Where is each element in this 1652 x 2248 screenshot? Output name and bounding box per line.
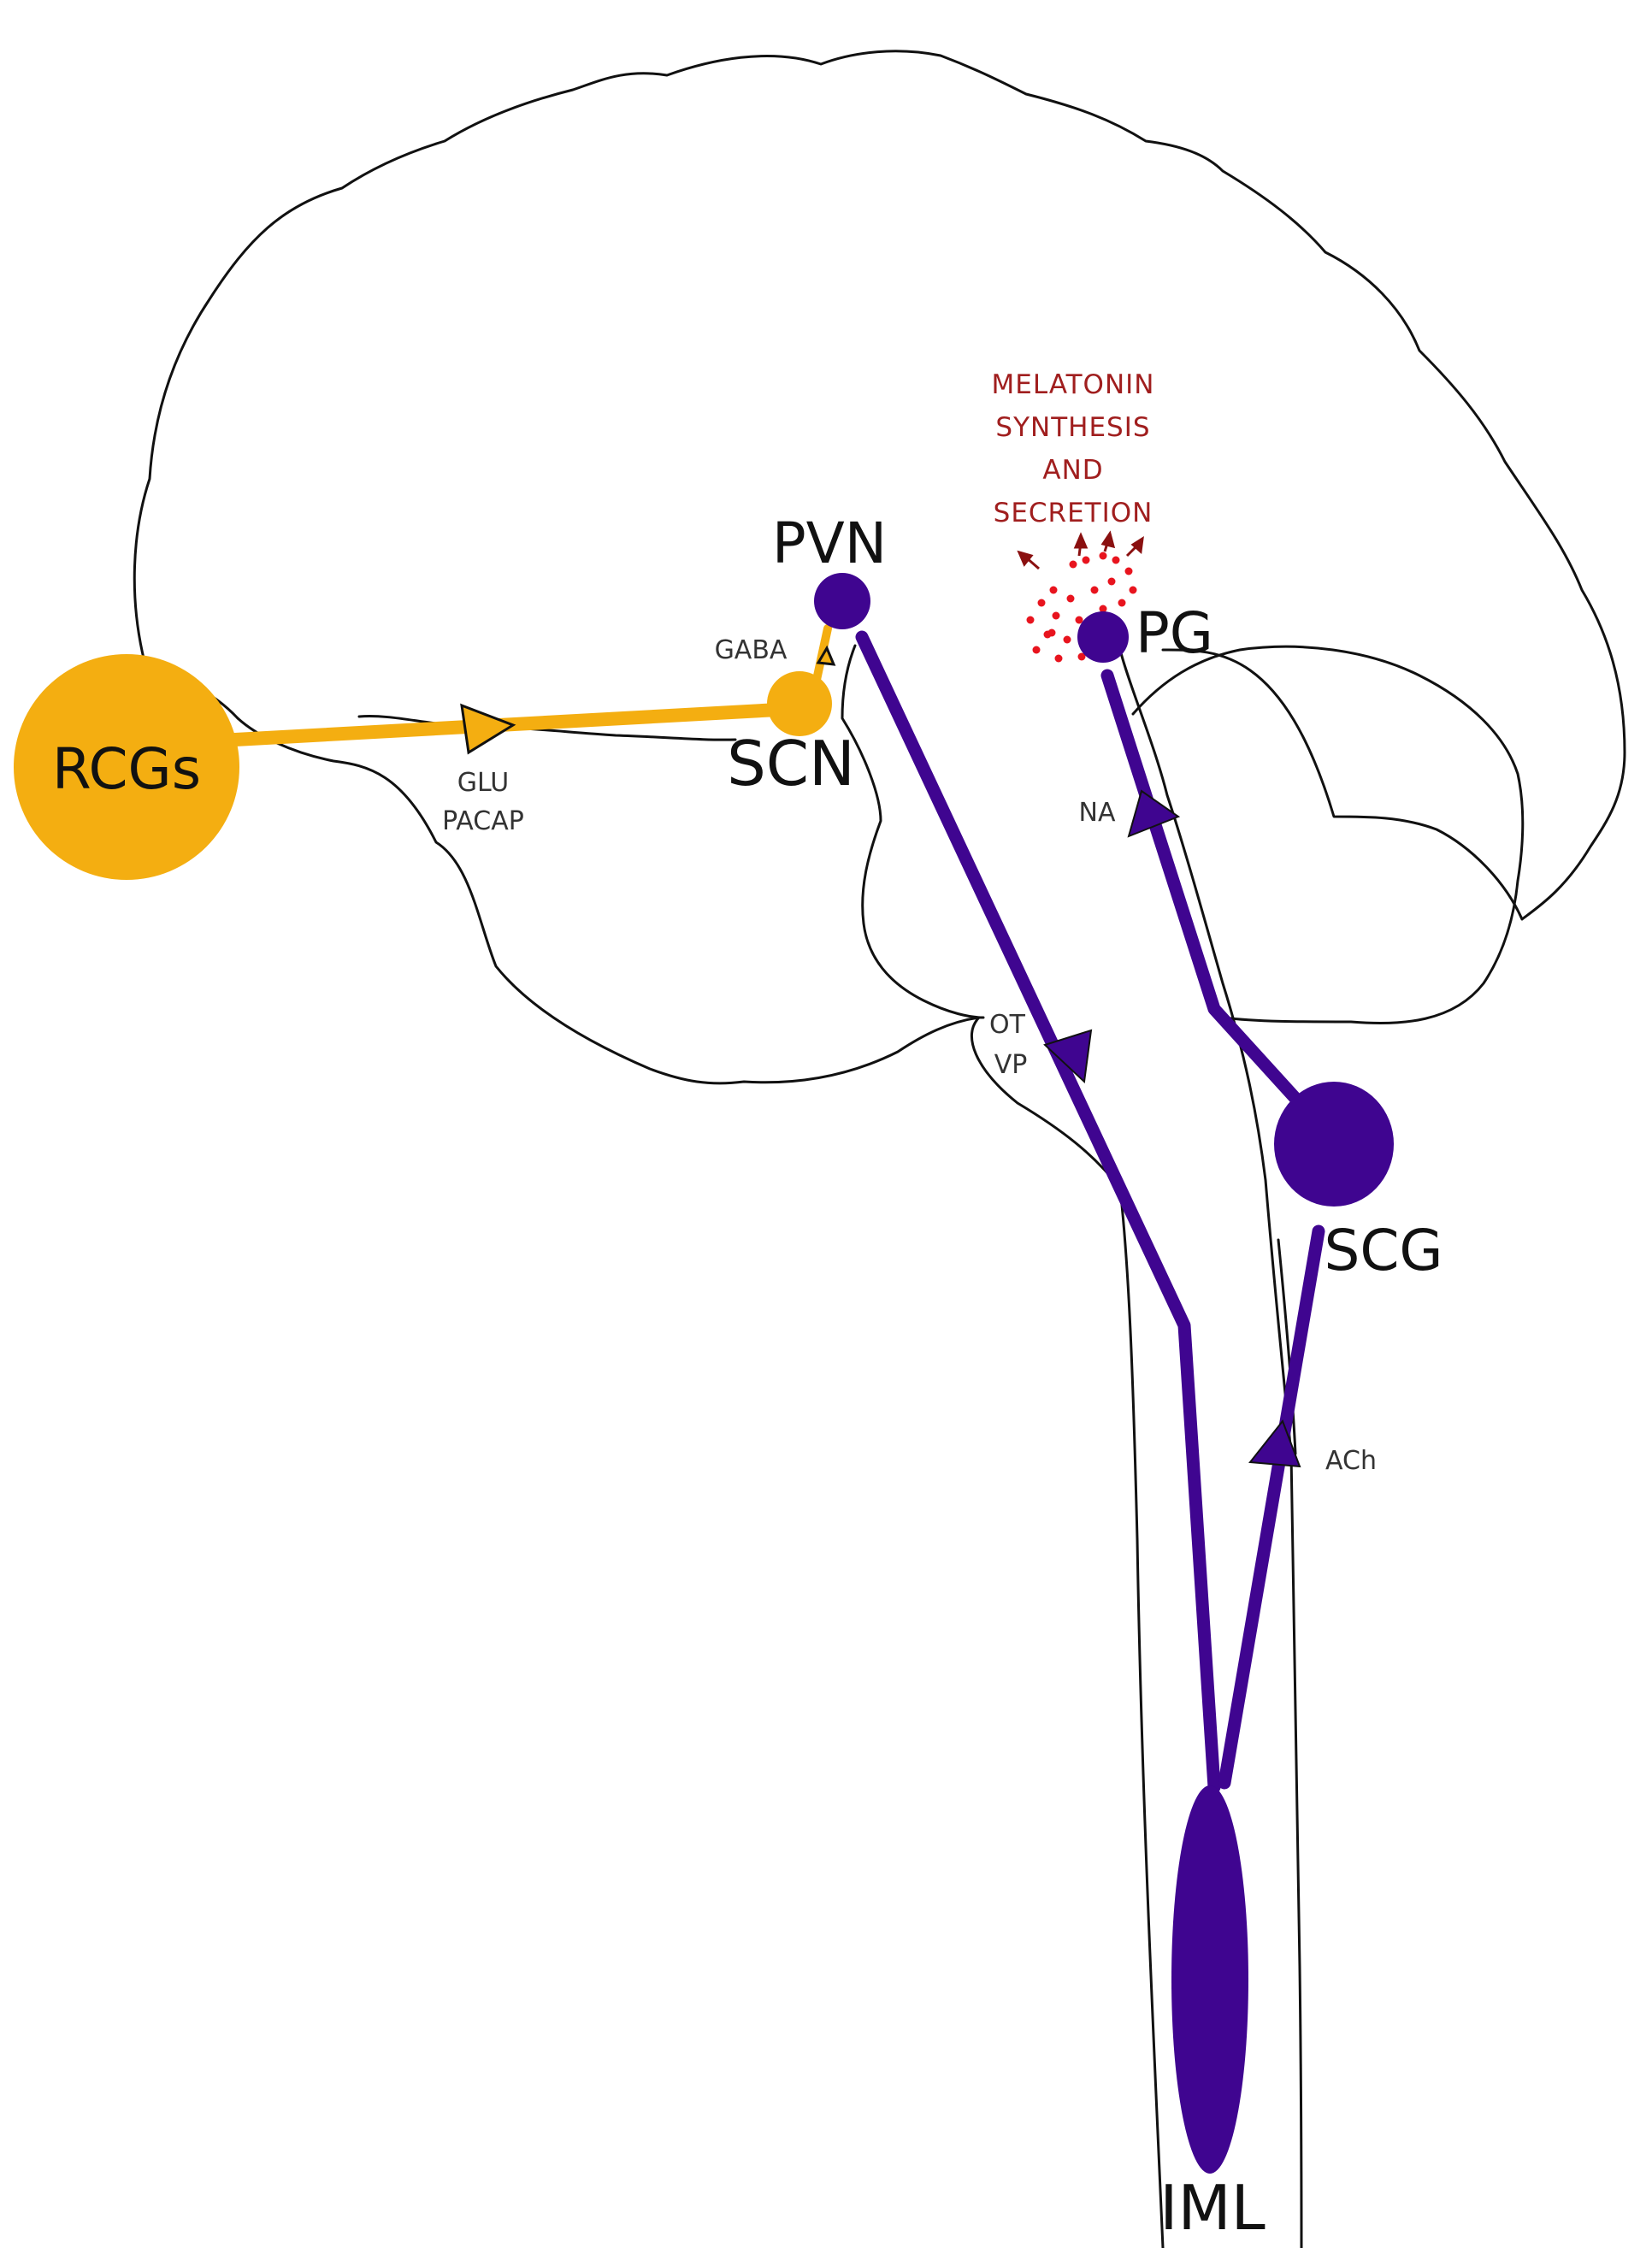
melatonin-arrows: [1017, 530, 1144, 570]
inner-diencephalon-outline: [841, 644, 985, 1019]
brainstem-outline: [236, 717, 1165, 2248]
glu-label: GLU: [457, 768, 509, 798]
melatonin-dots: [1026, 552, 1137, 663]
glu-pacap-arrow: [460, 703, 516, 755]
melatonin-line-4: SECRETION: [994, 498, 1153, 528]
cerebellum-outline: [1131, 645, 1525, 1025]
scg-pg-tract: [1100, 669, 1307, 1110]
melatonin-line-1: MELATONIN: [992, 369, 1155, 400]
ach-label: ACh: [1325, 1446, 1377, 1476]
pg-node: [1077, 611, 1129, 663]
scn-node: [767, 671, 832, 736]
pvn-iml-tract: [855, 630, 1221, 1794]
melatonin-line-2: SYNTHESIS: [995, 412, 1150, 443]
iml-scg-tract: [1218, 1224, 1325, 1790]
pvn-label: PVN: [772, 510, 887, 576]
iml-node: [1171, 1785, 1248, 2174]
gaba-label: GABA: [715, 635, 788, 665]
cerebrum-outline: [133, 50, 1626, 921]
rcgs-node: [14, 654, 239, 880]
na-arrow: [1127, 789, 1181, 838]
gaba-arrow: [816, 645, 836, 666]
scn-label: SCN: [727, 728, 855, 799]
scg-node: [1274, 1082, 1394, 1207]
ot-label: OT: [989, 1010, 1026, 1040]
ot-vp-arrow: [1043, 1029, 1093, 1084]
na-label: NA: [1079, 798, 1116, 828]
pg-label: PG: [1136, 600, 1213, 666]
ach-arrow: [1248, 1419, 1301, 1468]
iml-label: IML: [1159, 2172, 1265, 2244]
scg-label: SCG: [1324, 1218, 1443, 1283]
rcgs-label: RCGs: [52, 736, 201, 802]
pineal-stalk-outline: [1118, 648, 1303, 2248]
vp-label: VP: [994, 1050, 1028, 1080]
spinal-cord-right: [1277, 1238, 1297, 1455]
pvn-node: [814, 573, 870, 629]
pacap-label: PACAP: [442, 806, 524, 836]
melatonin-line-3: AND: [1042, 455, 1103, 486]
